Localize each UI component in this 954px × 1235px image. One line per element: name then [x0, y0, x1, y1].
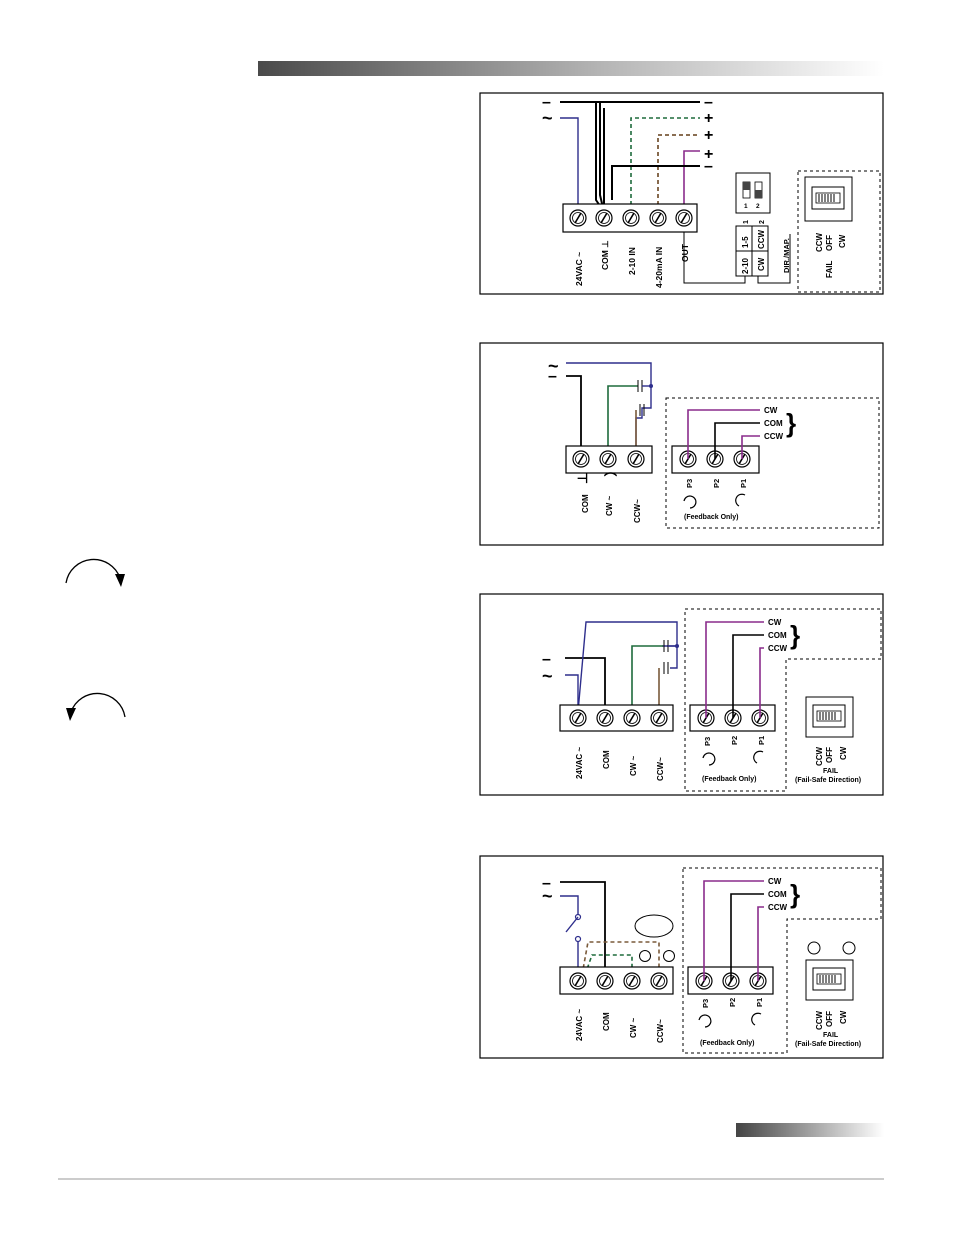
- svg-text:⌒: ⌒: [603, 472, 618, 487]
- d4-legend-com: COM: [768, 890, 787, 899]
- header-gradient-bar: [258, 61, 884, 76]
- d3-terminal-2: COM: [602, 750, 611, 769]
- d1-jumper-block: 1-5 2-10 CCW CW 1 2 DIR./MAP.: [735, 220, 791, 277]
- d4-fb-p2: P2: [728, 998, 737, 1007]
- d1-plus-2: +: [704, 127, 713, 144]
- d1-fail-label: FAIL: [825, 261, 834, 278]
- d4-terminal-3: CW ~: [629, 1017, 638, 1038]
- d3-fb-p2: P2: [730, 736, 739, 745]
- d1-jumper-a-top: 1-5: [741, 236, 750, 248]
- d3-fb-p1: P1: [757, 736, 766, 745]
- cw-rotation-arrow-icon: [65, 558, 125, 587]
- d1-fail-cw: CW: [838, 234, 847, 248]
- d2-legend-cw: CW: [764, 406, 778, 415]
- d2-fb-p3: P3: [685, 479, 694, 488]
- d1-terminal-1: 24VAC ~: [574, 252, 584, 286]
- d1-terminal-2: COM ⊥: [600, 240, 610, 270]
- d1-plus-3: +: [704, 146, 713, 163]
- d3-fail-ccw: CCW: [815, 746, 824, 766]
- svg-text:⊥: ⊥: [575, 473, 590, 484]
- diagram-4-switch-control: – ~ 24VAC ~ COM CW ~ CCW~ CW COM CCW } P…: [479, 855, 884, 1059]
- d1-jumper-a-bot: 2-10: [741, 257, 750, 274]
- d4-terminal-1: 24VAC ~: [575, 1009, 584, 1041]
- d2-legend-com: COM: [764, 419, 783, 428]
- d4-fail-cw: CW: [839, 1010, 848, 1024]
- d1-minus-left: –: [542, 94, 551, 111]
- d1-jumper-b-top: CCW: [757, 229, 766, 249]
- d2-feedback-note: (Feedback Only): [684, 514, 738, 521]
- d4-fb-p3: P3: [701, 999, 710, 1008]
- d1-terminal-4: 4-20mA IN: [654, 247, 664, 288]
- d3-minus-left: –: [542, 651, 551, 668]
- d4-terminal-4: CCW~: [656, 1019, 665, 1043]
- d3-feedback-note: (Feedback Only): [702, 776, 756, 783]
- d1-dip-1: 1: [744, 203, 748, 210]
- d3-terminal-3: CW ~: [629, 755, 638, 776]
- d3-legend-ccw: CCW: [768, 644, 788, 653]
- d2-minus-left: –: [548, 368, 557, 385]
- ccw-rotation-arrow-icon: [66, 692, 126, 721]
- d2-tilde-left: ~: [548, 356, 559, 376]
- d4-feedback-note: (Feedback Only): [700, 1040, 754, 1047]
- d1-jumper-n2: 2: [759, 220, 766, 224]
- d3-fb-p3: P3: [703, 737, 712, 746]
- svg-text:}: }: [786, 408, 796, 438]
- d3-fail-direction: (Fail-Safe Direction): [795, 777, 861, 784]
- d1-terminal-5: OUT: [680, 243, 690, 262]
- diagram-1-analog-control: – ~ – + + + – 24VAC ~ COM ⊥ 2-10 IN 4-20…: [479, 92, 884, 295]
- d3-fail-off: OFF: [825, 747, 834, 763]
- d1-fail-ccw: CCW: [815, 232, 824, 252]
- d2-terminal-2: CW ~: [605, 495, 614, 516]
- d3-legend-cw: CW: [768, 618, 782, 627]
- d1-dip-switch: 1 2: [735, 172, 771, 214]
- d1-minus-right-2: –: [704, 158, 713, 175]
- d4-minus-left: –: [542, 875, 551, 892]
- d1-fail-off: OFF: [825, 235, 834, 251]
- d3-fail-label: FAIL: [823, 768, 839, 775]
- d3-fail-cw: CW: [839, 746, 848, 760]
- d4-fail-off: OFF: [825, 1011, 834, 1027]
- d3-terminal-1: 24VAC ~: [575, 747, 584, 779]
- d3-tilde-left: ~: [542, 666, 553, 686]
- d4-fb-p1: P1: [755, 998, 764, 1007]
- diagram-2-floating-control: ~ – ⊥ ⌒ COM CW ~ CCW~ CW COM CCW } P3 P2…: [479, 342, 884, 546]
- d1-dir-map: DIR./MAP.: [782, 238, 791, 273]
- d4-fail-label: FAIL: [823, 1032, 839, 1039]
- footer-gradient-bar: [736, 1123, 884, 1137]
- d3-legend-com: COM: [768, 631, 787, 640]
- d4-tilde-left: ~: [542, 886, 553, 906]
- d1-tilde-left: ~: [542, 108, 553, 128]
- d1-jumper-b-bot: CW: [757, 257, 766, 271]
- d1-plus-1: +: [704, 110, 713, 127]
- d1-dip-2: 2: [756, 203, 760, 210]
- d4-fail-ccw: CCW: [815, 1010, 824, 1030]
- diagram-3-floating-failsafe: – ~ 24VAC ~ COM CW ~ CCW~ CW COM CCW } P…: [479, 593, 884, 796]
- d1-minus-right-1: –: [704, 94, 713, 111]
- d2-fb-p1: P1: [739, 479, 748, 488]
- d2-legend-ccw: CCW: [764, 432, 784, 441]
- d4-legend-ccw: CCW: [768, 903, 788, 912]
- d2-fb-p2: P2: [712, 479, 721, 488]
- d4-legend-cw: CW: [768, 877, 782, 886]
- d2-terminal-1: COM: [581, 494, 590, 513]
- d4-terminal-2: COM: [602, 1012, 611, 1031]
- svg-text:}: }: [790, 879, 800, 909]
- d1-terminal-3: 2-10 IN: [627, 247, 637, 275]
- d1-jumper-n1: 1: [743, 220, 750, 224]
- svg-text:}: }: [790, 620, 800, 650]
- d3-terminal-4: CCW~: [656, 757, 665, 781]
- d2-terminal-3: CCW~: [633, 499, 642, 523]
- d4-fail-direction: (Fail-Safe Direction): [795, 1041, 861, 1048]
